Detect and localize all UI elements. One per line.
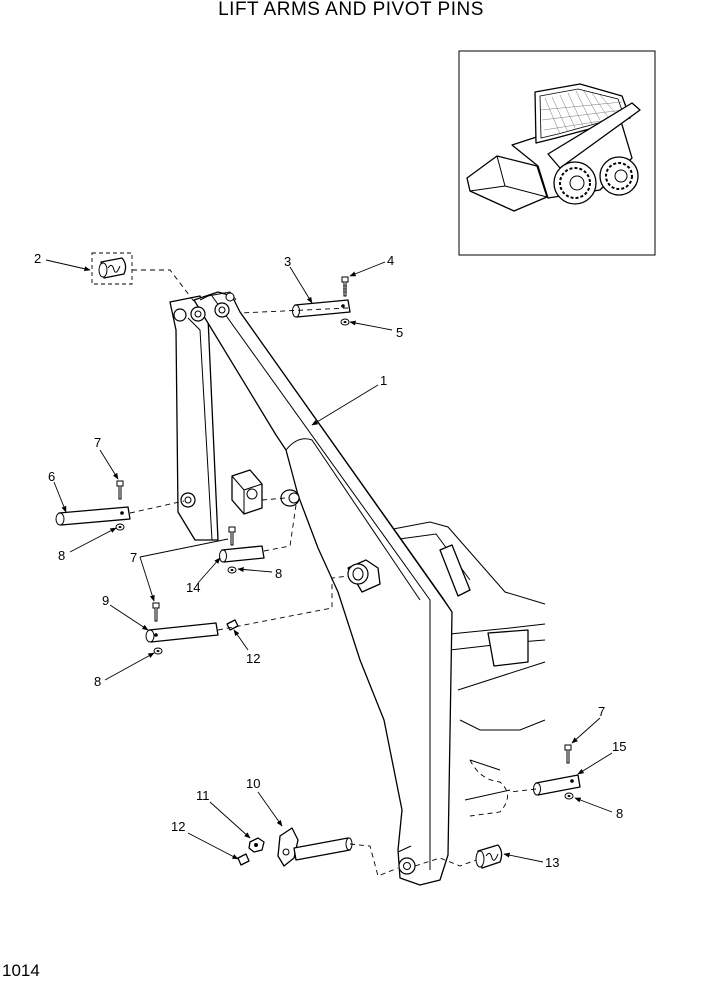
- leader-lines: [45, 259, 613, 863]
- callout-2: 2: [34, 251, 41, 266]
- callout-8-right: 8: [616, 806, 623, 821]
- pivot-bracket: [231, 469, 263, 515]
- grease-fitting-12-upper: [226, 619, 239, 631]
- pivot-pin-3: [292, 299, 351, 318]
- pivot-pin-6: [55, 506, 131, 526]
- pivot-pin-9: [145, 622, 219, 643]
- pivot-pin-14: [219, 545, 265, 563]
- page-number: 1014: [2, 961, 40, 980]
- nut-5: [340, 318, 350, 326]
- callout-7-mid: 7: [130, 550, 137, 565]
- nut-11: [248, 837, 265, 853]
- callout-5: 5: [396, 325, 403, 340]
- callout-8-lower: 8: [94, 674, 101, 689]
- bolt-7-mid: [228, 526, 236, 546]
- callout-11: 11: [196, 788, 210, 803]
- pivot-pin-15: [533, 774, 581, 796]
- nut-8-upper: [115, 523, 125, 531]
- callout-12-upper: 12: [246, 651, 260, 666]
- assembly-lines: [129, 269, 537, 877]
- callout-9: 9: [102, 593, 109, 608]
- callout-6: 6: [48, 469, 55, 484]
- skid-steer-loader-illustration: [466, 83, 641, 212]
- nut-8-mid: [227, 566, 237, 574]
- callout-10: 10: [246, 776, 260, 791]
- page-title: LIFT ARMS AND PIVOT PINS: [218, 0, 484, 20]
- callout-7-upper: 7: [94, 435, 101, 450]
- bolt-7-upper: [116, 480, 124, 500]
- callout-4: 4: [387, 253, 394, 268]
- lift-arm: [169, 291, 453, 886]
- callout-1: 1: [380, 373, 387, 388]
- nut-8-lower: [153, 647, 163, 655]
- callout-15: 15: [612, 739, 626, 754]
- bushing-2: [91, 252, 133, 285]
- callout-13: 13: [545, 855, 559, 870]
- nut-8-right: [564, 792, 574, 800]
- pivot-pin-10: [277, 827, 353, 867]
- bolt-7-right: [564, 744, 572, 764]
- callout-14: 14: [186, 580, 200, 595]
- bolt-7-lower: [152, 602, 160, 622]
- callout-3: 3: [284, 254, 291, 269]
- bushing-13: [475, 844, 503, 869]
- callouts: 1 2 3 4 5 6 7 8 7 14 8 9 12 8 10 11 12 1…: [34, 251, 626, 870]
- callout-12-lower: 12: [171, 819, 185, 834]
- bolt-4: [341, 276, 349, 297]
- callout-8-mid: 8: [275, 566, 282, 581]
- callout-8-upper: 8: [58, 548, 65, 563]
- callout-7-right: 7: [598, 704, 605, 719]
- grease-fitting-12-lower: [237, 853, 250, 866]
- loader-frame: [387, 521, 546, 817]
